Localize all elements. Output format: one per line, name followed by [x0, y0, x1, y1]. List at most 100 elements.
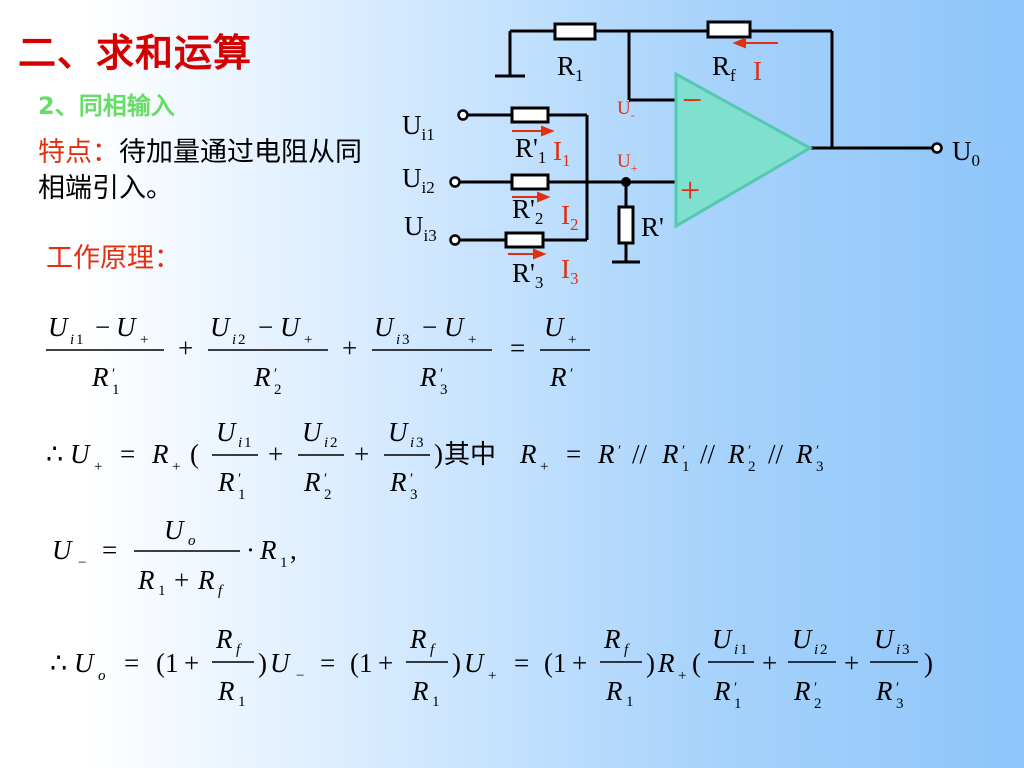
svg-text:U: U — [464, 648, 485, 678]
resistor-r-prime — [617, 205, 635, 245]
svg-text:−: − — [95, 312, 110, 342]
svg-text:): ) — [434, 439, 443, 469]
svg-text:′: ′ — [748, 443, 751, 459]
label-r3-prime: R'3 — [512, 258, 543, 292]
svg-text:′: ′ — [440, 366, 443, 382]
svg-text:′: ′ — [896, 680, 899, 696]
terminal-ui2 — [449, 176, 461, 188]
svg-text:=: = — [320, 648, 335, 678]
label-rf: Rf — [712, 51, 736, 85]
svg-text:′: ′ — [734, 680, 737, 696]
label-r1-prime: R'1 — [515, 133, 546, 167]
svg-text:∴: ∴ — [46, 439, 63, 469]
svg-text:1: 1 — [280, 555, 288, 571]
svg-text:R: R — [597, 439, 615, 469]
svg-text:·: · — [246, 535, 255, 565]
svg-text:1: 1 — [734, 696, 742, 712]
label-u-plus: U+ — [617, 151, 638, 175]
svg-text:U: U — [302, 417, 323, 447]
resistor-rf — [706, 20, 752, 39]
svg-text:′: ′ — [274, 366, 277, 382]
resistor-r1 — [553, 22, 597, 41]
svg-text:−: − — [422, 312, 437, 342]
section-subtitle: 2、同相输入 — [38, 92, 175, 120]
svg-text:i: i — [324, 435, 328, 451]
svg-text:U: U — [444, 312, 465, 342]
svg-text:U: U — [712, 624, 733, 654]
svg-text:−: − — [296, 668, 304, 684]
slide-title: 二、求和运算 — [18, 31, 253, 75]
svg-text:2: 2 — [274, 382, 282, 398]
svg-text:R: R — [215, 624, 233, 654]
svg-text:1: 1 — [238, 487, 246, 503]
svg-text:(: ( — [190, 439, 199, 469]
feature-text: 待加量通过电阻从同相端引入。 — [38, 137, 362, 204]
svg-text:R: R — [519, 439, 537, 469]
svg-text:=: = — [102, 535, 117, 565]
svg-text:3: 3 — [402, 332, 410, 348]
svg-text:+: + — [172, 459, 180, 475]
svg-text:U: U — [270, 648, 291, 678]
terminal-u0 — [931, 142, 943, 154]
label-r-prime: R' — [641, 212, 664, 242]
svg-text:+: + — [844, 648, 859, 678]
resistor-r3-prime — [504, 231, 545, 249]
svg-text:U: U — [792, 624, 813, 654]
svg-text:U: U — [874, 624, 895, 654]
svg-text:1: 1 — [432, 694, 440, 710]
svg-text:i: i — [814, 642, 818, 658]
label-current-i: I — [753, 56, 762, 86]
svg-text:3: 3 — [902, 642, 910, 658]
svg-text:R: R — [793, 676, 811, 706]
label-ui1: Ui1 — [402, 110, 435, 144]
svg-text:1: 1 — [626, 694, 634, 710]
svg-text:′: ′ — [814, 680, 817, 696]
svg-text:i: i — [238, 435, 242, 451]
svg-text:1: 1 — [112, 382, 120, 398]
svg-text:R: R — [795, 439, 813, 469]
svg-text:′: ′ — [682, 443, 685, 459]
svg-text:U: U — [74, 648, 95, 678]
svg-text:1: 1 — [238, 694, 246, 710]
svg-text:+: + — [268, 439, 283, 469]
svg-text:=: = — [120, 439, 135, 469]
label-current-i2: I2 — [561, 200, 579, 234]
svg-text:′: ′ — [410, 471, 413, 487]
svg-text:′: ′ — [618, 443, 621, 459]
svg-text:U: U — [70, 439, 91, 469]
svg-text:R: R — [389, 467, 407, 497]
svg-text:): ) — [258, 648, 267, 678]
svg-text:R: R — [657, 648, 675, 678]
resistor-r2-prime — [510, 173, 550, 191]
svg-text:′: ′ — [324, 471, 327, 487]
svg-text:+: + — [762, 648, 777, 678]
svg-text:i: i — [396, 332, 400, 348]
svg-text:R: R — [197, 565, 215, 595]
svg-text:R: R — [259, 535, 277, 565]
principle-heading: 工作原理： — [46, 243, 181, 274]
svg-text:′: ′ — [238, 471, 241, 487]
svg-text:i: i — [410, 435, 414, 451]
svg-text:R: R — [253, 362, 271, 392]
svg-text:R: R — [549, 362, 567, 392]
feature-paragraph: 特点：待加量通过电阻从同相端引入。 — [38, 135, 368, 207]
label-current-i1: I1 — [553, 136, 571, 170]
svg-text:+: + — [568, 332, 576, 348]
svg-text:1: 1 — [740, 642, 748, 658]
opamp-triangle — [674, 71, 814, 229]
svg-text:R: R — [91, 362, 109, 392]
opamp-plus-sign: + — [680, 170, 700, 210]
label-r1: R1 — [557, 51, 584, 85]
svg-text:′: ′ — [112, 366, 115, 382]
svg-text:′: ′ — [816, 443, 819, 459]
svg-text://: // — [700, 439, 716, 469]
svg-text:3: 3 — [416, 435, 424, 451]
svg-text:R: R — [411, 676, 429, 706]
svg-text:(1: (1 — [156, 648, 179, 678]
svg-text:+: + — [378, 648, 393, 678]
svg-text:1: 1 — [158, 583, 166, 599]
